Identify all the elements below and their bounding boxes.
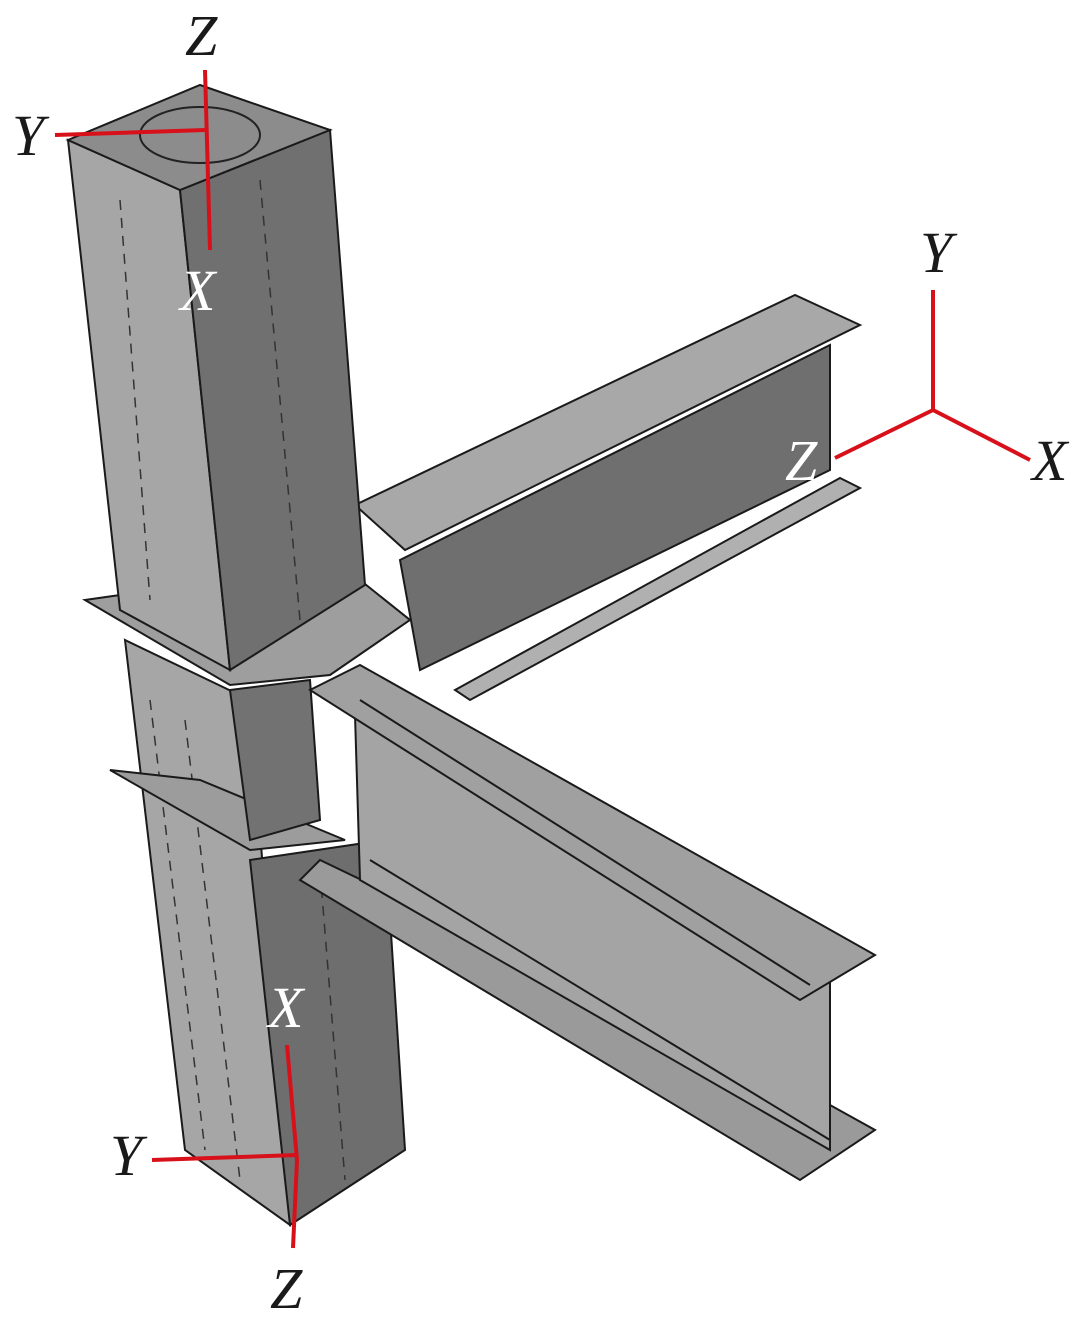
column-top-x-label: X [178, 258, 218, 323]
column-bottom-z-label: Z [270, 1256, 303, 1317]
global-y-label: Y [920, 220, 958, 285]
front-beam [298, 663, 877, 1182]
column-top-axes [54, 69, 212, 251]
global-x-label: X [1030, 428, 1070, 493]
upper-column [65, 83, 367, 672]
global-z-label: Z [785, 428, 818, 493]
column-bottom-axes [151, 1044, 299, 1249]
column-bottom-y-label: Y [110, 1123, 148, 1188]
global-axes [834, 290, 1031, 462]
column-bottom-x-label: X [266, 975, 306, 1040]
back-beam [353, 293, 863, 702]
column-top-z-label: Z [185, 3, 218, 68]
panel-zone [228, 678, 322, 842]
column-top-y-label: Y [12, 103, 50, 168]
